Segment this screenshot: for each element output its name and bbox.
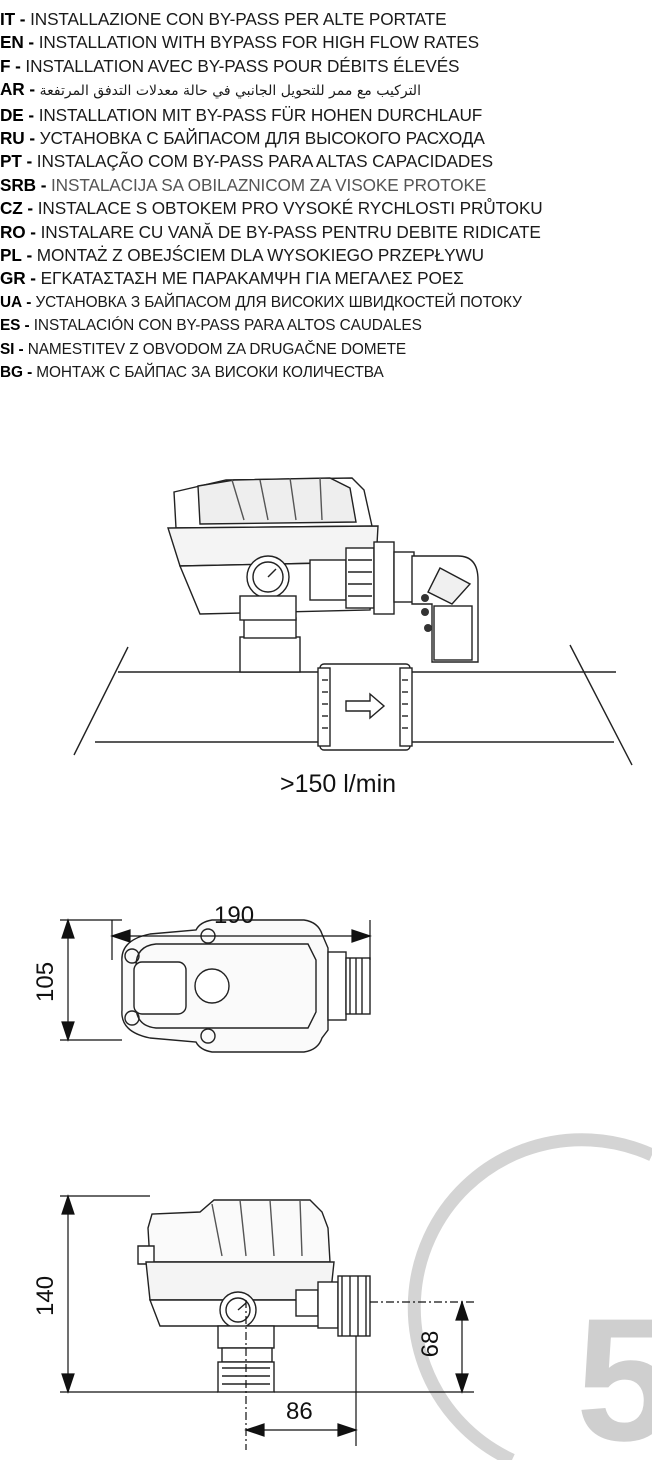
dimension-height: 140 [32, 1275, 59, 1316]
title-si: SI - NAMESTITEV Z OBVODOM ZA DRUGAČNE DO… [0, 340, 407, 358]
title-ua: UA - УСТАНОВКА З БАЙПАСОМ ДЛЯ ВИСОКИХ ШВ… [0, 293, 522, 311]
title-bg: BG - МОНТАЖ С БАЙПАС ЗА ВИСОКИ КОЛИЧЕСТВ… [0, 364, 384, 382]
language-title-list: IT - INSTALLAZIONE CON BY-PASS PER ALTE … [0, 8, 652, 385]
page-number: 5 [576, 1283, 652, 1460]
title-cz: CZ - INSTALACE S OBTOKEM PRO VYSOKÉ RYCH… [0, 198, 543, 219]
title-en: EN - INSTALLATION WITH BYPASS FOR HIGH F… [0, 32, 479, 53]
dimension-width: 190 [214, 902, 255, 929]
title-f: F - INSTALLATION AVEC BY-PASS POUR DÉBIT… [0, 55, 460, 76]
flow-rate-label: >150 l/min [280, 770, 397, 798]
page-number-watermark [407, 1133, 652, 1460]
title-de: DE - INSTALLATION MIT BY-PASS FÜR HOHEN … [0, 104, 483, 125]
title-pl: PL - MONTAŻ Z OBEJŚCIEM DLA WYSOKIEGO PR… [0, 245, 484, 266]
title-ru: RU - УСТАНОВКА С БАЙПАСОМ ДЛЯ ВЫСОКОГО Р… [0, 128, 485, 149]
bypass-installation-illustration [73, 477, 633, 766]
top-view-dimension-lines [60, 918, 372, 1042]
title-it: IT - INSTALLAZIONE CON BY-PASS PER ALTE … [0, 9, 447, 29]
title-gr: GR - ΕΓΚΑΤΑΣΤΑΣΗ ΜΕ ΠΑΡΑΚΑΜΨΗ ΓΙΑ ΜΕΓΑΛΕ… [0, 268, 464, 289]
title-es: ES - INSTALACIÓN CON BY-PASS PARA ALTOS … [0, 317, 422, 335]
dimension-outlet-height: 68 [417, 1330, 444, 1358]
top-view-drawing [121, 919, 371, 1053]
side-view-drawing [137, 1199, 371, 1393]
title-srb: SRB - INSTALACIJA SA OBILAZNICOM ZA VISO… [0, 174, 487, 195]
side-view-dimension-lines [60, 1194, 474, 1450]
title-ro: RO - INSTALARE CU VANĂ DE BY-PASS PENTRU… [0, 221, 541, 242]
dimension-inlet-offset: 86 [286, 1398, 313, 1425]
dimension-depth: 105 [32, 961, 59, 1002]
title-pt: PT - INSTALAÇÃO COM BY-PASS PARA ALTAS C… [0, 151, 493, 172]
title-ar: AR - التركيب مع ممر للتحويل الجانبي في ح… [0, 79, 421, 100]
